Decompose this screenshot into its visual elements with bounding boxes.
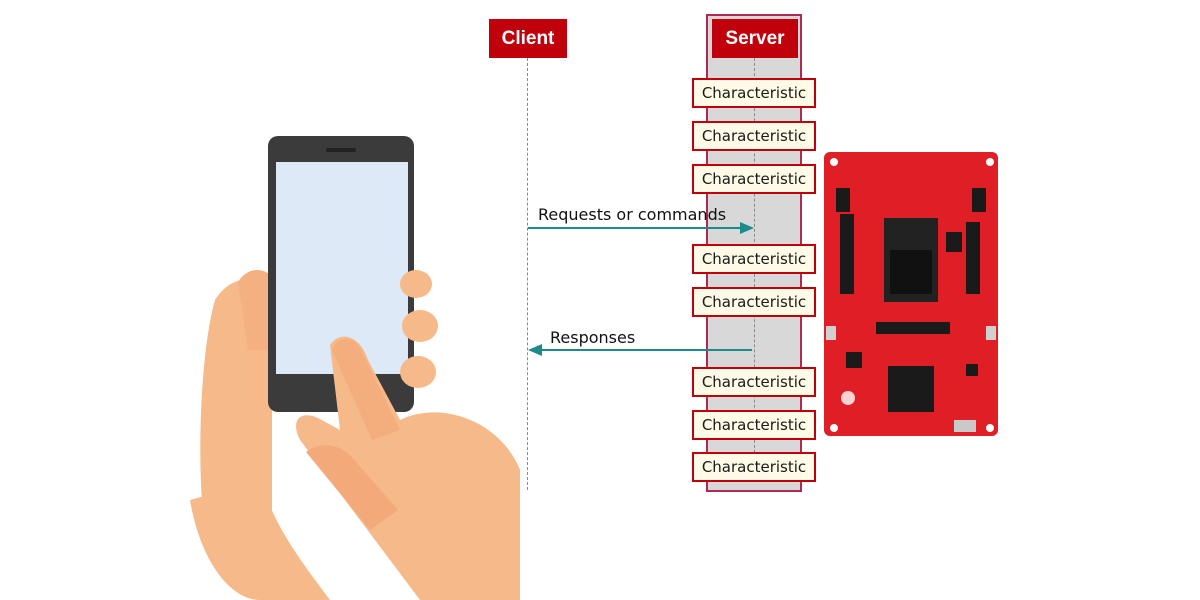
finger-2 — [402, 310, 438, 342]
characteristic-box: Characteristic — [692, 367, 816, 397]
characteristic-box: Characteristic — [692, 452, 816, 482]
board-logo — [841, 391, 855, 405]
button-right — [986, 326, 996, 340]
pointing-finger — [332, 338, 400, 440]
response-arrow — [528, 344, 752, 356]
client-header: Client — [489, 19, 567, 58]
mount-hole — [830, 424, 838, 432]
request-label: Requests or commands — [538, 205, 727, 224]
response-label: Responses — [550, 328, 636, 347]
request-arrow — [528, 222, 754, 234]
characteristic-box: Characteristic — [692, 121, 816, 151]
characteristic-box: Characteristic — [692, 410, 816, 440]
main-chip — [888, 366, 934, 412]
characteristic-box: Characteristic — [692, 287, 816, 317]
button-left — [826, 326, 836, 340]
finger-1 — [400, 270, 432, 298]
wrist — [190, 480, 330, 600]
rf-module-shield — [890, 250, 932, 294]
top-right-header — [972, 188, 986, 212]
right-header — [966, 222, 980, 294]
characteristic-box: Characteristic — [692, 78, 816, 108]
mount-hole — [986, 424, 994, 432]
mount-hole — [986, 158, 994, 166]
finger-3 — [400, 356, 436, 388]
usb-connector — [954, 420, 976, 432]
pointing-hand — [296, 336, 520, 600]
characteristic-box: Characteristic — [692, 164, 816, 194]
component — [966, 364, 978, 376]
mount-hole — [830, 158, 838, 166]
phone-speaker — [326, 148, 356, 152]
thumb-front — [306, 445, 398, 530]
server-header: Server — [712, 19, 798, 58]
module-jumper — [946, 232, 962, 252]
middle-header — [876, 322, 950, 334]
client-lifeline — [527, 58, 528, 490]
left-header — [840, 214, 854, 294]
top-left-header — [836, 188, 850, 212]
component — [846, 352, 862, 368]
characteristic-box: Characteristic — [692, 244, 816, 274]
